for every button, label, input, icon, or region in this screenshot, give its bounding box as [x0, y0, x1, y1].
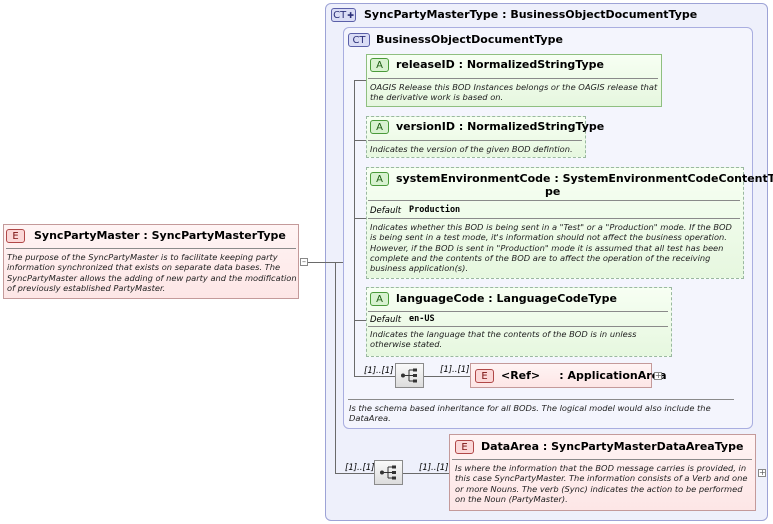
complex-type-badge: CT✚ [331, 8, 356, 22]
default-label: Default [370, 315, 402, 325]
attribute-doc: Indicates whether this BOD is being sent… [370, 222, 732, 274]
element-badge: E [475, 369, 494, 383]
element-sync-party-master[interactable] [3, 224, 299, 299]
collapse-icon[interactable]: – [300, 257, 308, 266]
complex-type-badge: CT [348, 33, 370, 47]
outer-type-name: SyncPartyMasterType : BusinessObjectDocu… [364, 8, 698, 21]
divider [368, 218, 740, 219]
expand-icon[interactable]: + [758, 468, 766, 477]
connector-line [354, 140, 366, 141]
divider [452, 459, 752, 460]
connector-line [354, 376, 395, 377]
divider [6, 248, 296, 249]
attribute-type-wrap: pe [545, 185, 561, 198]
attribute-badge: A [370, 172, 389, 186]
attribute-doc: Indicates the language that the contents… [370, 329, 637, 350]
sequence-occurrence: [1]..[1] [345, 463, 375, 473]
element-ref-name: <Ref> : ApplicationArea [501, 369, 667, 382]
sequence-compositor-icon[interactable] [395, 363, 424, 388]
connector-line [335, 473, 374, 474]
attribute-name: systemEnvironmentCode : SystemEnvironmen… [396, 172, 773, 185]
attribute-languageCode[interactable] [366, 287, 672, 357]
divider [368, 311, 668, 312]
divider [368, 200, 740, 201]
element-name: DataArea : SyncPartyMasterDataAreaType [481, 440, 744, 453]
connector-line [354, 80, 366, 81]
default-value: en-US [409, 314, 435, 324]
sequence-occurrence: [1]..[1] [364, 366, 394, 376]
attribute-systemEnvironmentCode[interactable] [366, 167, 744, 279]
attribute-badge: A [370, 58, 389, 72]
connector-line [335, 262, 343, 263]
attribute-releaseID[interactable] [366, 54, 662, 107]
divider [368, 78, 658, 79]
element-data-area[interactable] [449, 434, 756, 511]
connector-line [354, 218, 366, 219]
element-badge: E [455, 440, 474, 454]
default-value: Production [409, 205, 461, 215]
divider [348, 399, 734, 400]
sequence-compositor-icon[interactable] [374, 460, 403, 485]
attribute-badge: A [370, 120, 389, 134]
element-occurrence: [1]..[1] [440, 365, 470, 375]
connector-line [325, 262, 335, 263]
attribute-name: releaseID : NormalizedStringType [396, 58, 604, 71]
element-doc: Is where the information that the BOD me… [455, 463, 748, 504]
connector-line [424, 376, 470, 377]
connector-line [308, 262, 325, 263]
element-badge: E [6, 229, 25, 243]
default-label: Default [370, 206, 402, 216]
attribute-name: versionID : NormalizedStringType [396, 120, 605, 133]
inner-type-name: BusinessObjectDocumentType [376, 33, 563, 46]
element-name: SyncPartyMaster : SyncPartyMasterType [34, 229, 286, 242]
complex-type-doc: Is the schema based inheritance for all … [349, 403, 711, 424]
attribute-doc: OAGIS Release this BOD Instances belongs… [370, 82, 658, 103]
connector-line [335, 262, 336, 473]
divider [368, 140, 582, 141]
attribute-versionID[interactable] [366, 116, 586, 158]
element-doc: The purpose of the SyncPartyMaster is to… [7, 252, 297, 293]
attribute-doc: Indicates the version of the given BOD d… [370, 144, 573, 154]
divider [368, 326, 668, 327]
attribute-name: languageCode : LanguageCodeType [396, 292, 617, 305]
connector-line [354, 320, 366, 321]
element-occurrence: [1]..[1] [419, 463, 449, 473]
element-application-area[interactable] [470, 363, 652, 388]
connector-line [354, 80, 355, 376]
attribute-badge: A [370, 292, 389, 306]
expand-icon[interactable]: + [654, 371, 662, 380]
connector-line [403, 473, 449, 474]
